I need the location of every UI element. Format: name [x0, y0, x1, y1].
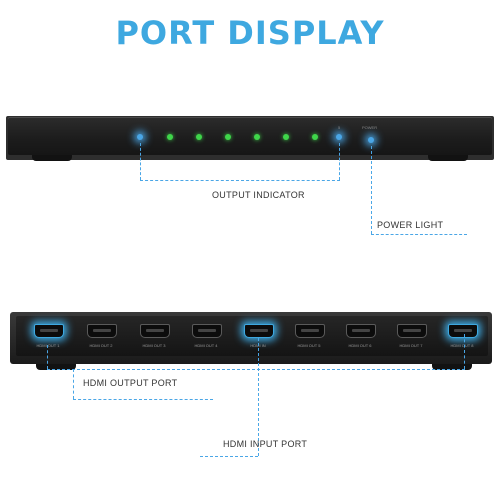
callout-line [47, 345, 48, 369]
output-indicator-led [167, 134, 173, 140]
hdmi-output-port [34, 324, 64, 338]
device-foot-left [36, 364, 76, 370]
port-label: HDMI OUT 1 [36, 343, 60, 348]
port-label: HDMI OUT 2 [89, 343, 113, 348]
output-indicator-label: OUTPUT INDICATOR [212, 190, 305, 200]
port-label: HDMI OUT 8 [450, 343, 474, 348]
power-light-label: POWER LIGHT [377, 220, 444, 230]
output-indicator-led [312, 134, 318, 140]
port-label: HDMI OUT 6 [348, 343, 372, 348]
output-indicator-led [254, 134, 260, 140]
callout-line [258, 338, 259, 456]
callout-line [371, 234, 467, 235]
hdmi-output-port [448, 324, 478, 338]
page-title: PORT DISPLAY [115, 14, 385, 52]
device-foot-right [432, 364, 472, 370]
callout-line [73, 369, 74, 399]
hdmi-output-port-label: HDMI OUTPUT PORT [83, 378, 178, 388]
hdmi-output-port [346, 324, 376, 338]
power-light [368, 137, 374, 143]
callout-line [73, 399, 213, 400]
hdmi-output-port [140, 324, 170, 338]
port-label: HDMI OUT 5 [297, 343, 321, 348]
power-label: POWER [362, 125, 378, 130]
callout-line [140, 180, 340, 181]
hdmi-output-port [87, 324, 117, 338]
output-indicator-led [336, 134, 342, 140]
output-indicator-led [225, 134, 231, 140]
port-label: HDMI OUT 3 [142, 343, 166, 348]
hdmi-input-port-label: HDMI INPUT PORT [223, 439, 308, 449]
output-indicator-led [137, 134, 143, 140]
output-indicator-led [196, 134, 202, 140]
callout-line [371, 146, 372, 234]
hdmi-output-port [295, 324, 325, 338]
front-panel-body [8, 117, 492, 155]
port-label: HDMI OUT 7 [399, 343, 423, 348]
port-label: HDMI OUT 4 [194, 343, 218, 348]
hdmi-output-port [192, 324, 222, 338]
callout-line [140, 143, 141, 180]
callout-line [339, 143, 340, 180]
device-foot-right [428, 155, 468, 161]
hdmi-input-port [244, 324, 274, 338]
output-indicator-led [283, 134, 289, 140]
led-number-label: 5 [338, 125, 341, 130]
device-foot-left [32, 155, 72, 161]
hdmi-output-port [397, 324, 427, 338]
callout-line [47, 369, 465, 370]
callout-line [464, 334, 465, 369]
callout-line [200, 456, 258, 457]
